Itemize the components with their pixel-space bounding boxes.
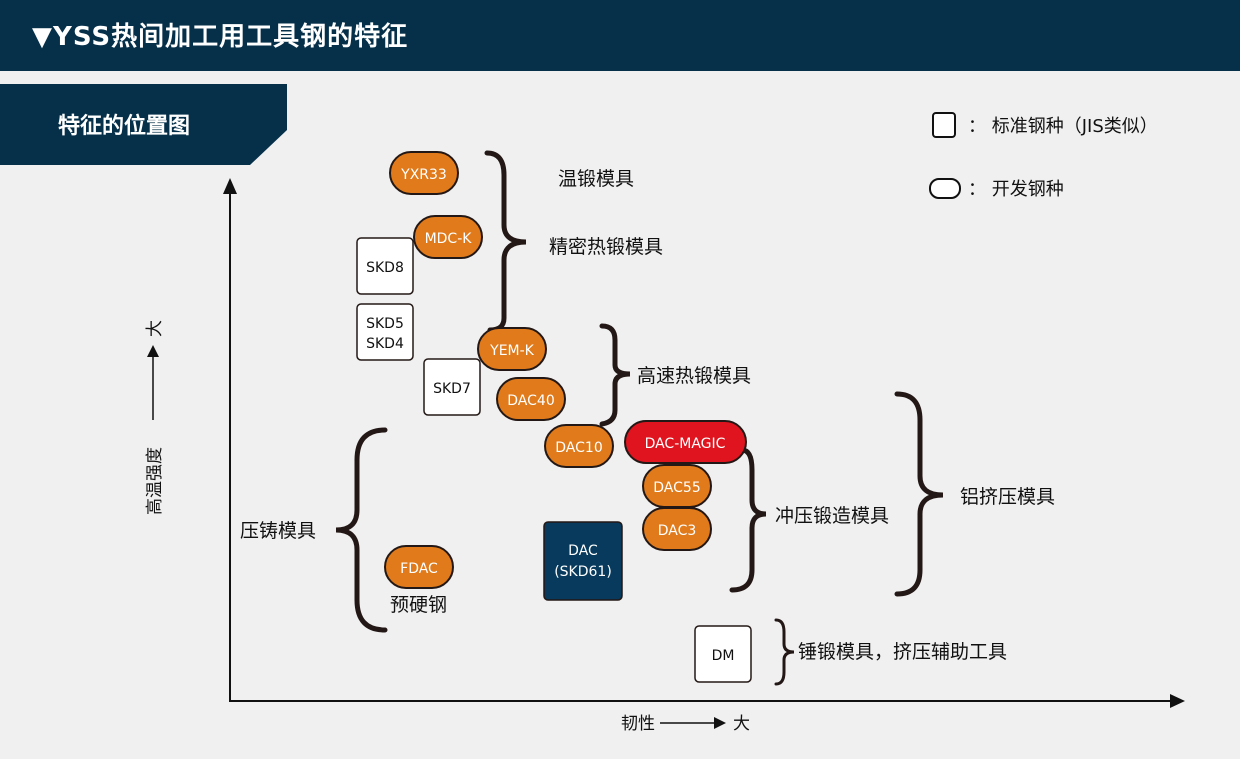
grade-yxr33-label: YXR33	[400, 167, 447, 183]
grade-dac3-label: DAC3	[658, 523, 697, 539]
grade-fdac: FDAC	[384, 545, 454, 589]
legend-standard-label: ： 标准钢种（JIS类似）	[968, 116, 1158, 137]
grade-skd4-label: SKD4	[366, 336, 404, 352]
grade-dac-skd61: DAC (SKD61)	[543, 521, 623, 601]
brace-die-casting	[335, 427, 388, 633]
grade-dacmagic-label: DAC-MAGIC	[645, 436, 726, 452]
y-axis-big: 大	[145, 320, 165, 337]
section-banner: 特征的位置图	[0, 84, 287, 165]
grade-dac55: DAC55	[642, 464, 712, 508]
app-aluminum-extrusion: 铝挤压模具	[960, 486, 1055, 508]
grade-mdck-label: MDC-K	[425, 231, 473, 247]
grade-mdck: MDC-K	[413, 215, 483, 259]
x-axis-label: 韧性	[621, 714, 655, 734]
grade-skd5-skd4: SKD5 SKD4	[356, 303, 414, 361]
app-die-casting: 压铸模具	[240, 520, 316, 542]
page-title: ▼YSS热间加工用工具钢的特征	[32, 22, 409, 52]
grade-yxr33: YXR33	[389, 151, 459, 195]
application-labels: 温锻模具 精密热锻模具 高速热锻模具 压铸模具 预硬钢 冲压锻造模具 铝挤压模具…	[240, 168, 1055, 663]
grade-yemk-label: YEM-K	[489, 343, 535, 359]
page-header: ▼YSS热间加工用工具钢的特征	[0, 0, 1240, 71]
axes: 高温强度 大 韧性 大	[145, 178, 1185, 734]
y-axis-arrow	[223, 178, 237, 194]
x-axis-arrow	[1170, 694, 1185, 708]
grade-nodes: YXR33 MDC-K SKD8 SKD5 SKD4 YEM-K SKD7	[356, 151, 752, 683]
app-prehardened: 预硬钢	[390, 594, 447, 616]
grade-dac3: DAC3	[642, 507, 712, 551]
grade-skd8: SKD8	[356, 237, 414, 295]
app-high-speed-hot-forging: 高速热锻模具	[637, 365, 751, 387]
app-press-forging: 冲压锻造模具	[775, 505, 889, 527]
grade-skd61-label: (SKD61)	[554, 564, 612, 580]
grade-skd8-label: SKD8	[366, 260, 404, 276]
grade-dm: DM	[694, 625, 752, 683]
grade-dac10-label: DAC10	[555, 440, 602, 456]
grade-dac40: DAC40	[496, 377, 566, 421]
legend-developed-label: ： 开发钢种	[968, 179, 1064, 200]
grade-yemk: YEM-K	[477, 327, 547, 371]
grade-dacmagic: DAC-MAGIC	[624, 420, 747, 464]
brace-aluminum-extrusion	[894, 391, 944, 597]
legend-developed-swatch	[929, 178, 961, 199]
grade-skd7: SKD7	[423, 358, 481, 416]
legend-standard-swatch	[932, 112, 956, 138]
grade-dac40-label: DAC40	[507, 393, 554, 409]
brace-warm-precision	[484, 150, 527, 333]
grade-skd7-label: SKD7	[433, 381, 471, 397]
y-axis-label-group: 高温强度 大	[145, 320, 165, 515]
grade-fdac-label: FDAC	[400, 561, 438, 577]
grade-dac-label: DAC	[568, 543, 598, 559]
brace-press-forging	[729, 447, 767, 593]
grade-dm-label: DM	[712, 648, 735, 664]
y-axis-label: 高温强度	[145, 447, 165, 515]
app-precision-hot-forging: 精密热锻模具	[549, 236, 663, 258]
brace-hammer	[774, 618, 795, 686]
legend: ： 标准钢种（JIS类似） ： 开发钢种	[929, 112, 1158, 200]
braces	[335, 150, 944, 686]
app-warm-forging: 温锻模具	[558, 168, 634, 190]
brace-high-speed	[599, 323, 631, 427]
grade-dac10: DAC10	[544, 424, 614, 468]
section-title: 特征的位置图	[58, 113, 190, 139]
x-axis-big: 大	[733, 714, 750, 734]
app-hammer-forging: 锤锻模具，挤压辅助工具	[798, 641, 1007, 663]
grade-skd5-label: SKD5	[366, 316, 404, 332]
grade-dac55-label: DAC55	[653, 480, 700, 496]
